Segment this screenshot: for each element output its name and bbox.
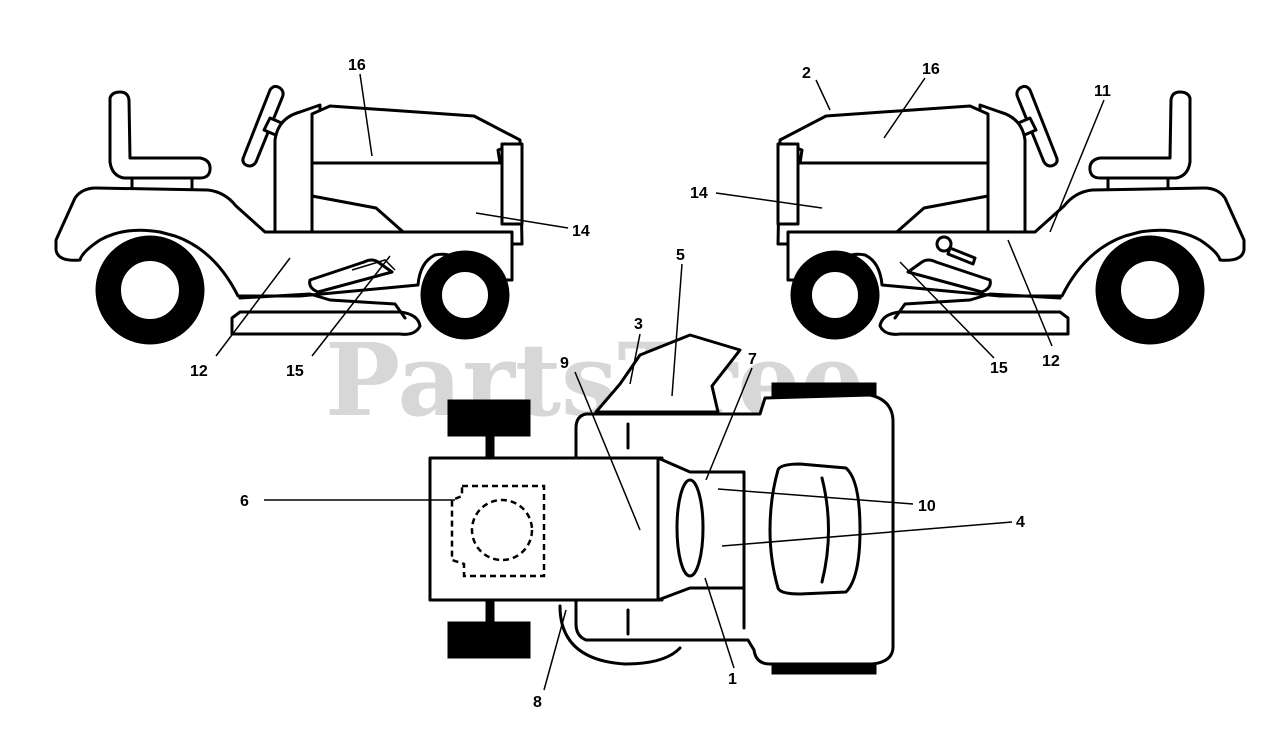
callout-right-11: 11: [1094, 83, 1111, 100]
callout-top-3: 3: [634, 316, 643, 333]
tractor-right-side-view: [776, 84, 1246, 345]
ignition-key: [935, 235, 977, 266]
callout-top-9: 9: [560, 355, 569, 372]
callout-top-6: 6: [240, 493, 249, 510]
callout-top-10: 10: [918, 498, 936, 515]
callout-right-12: 12: [1042, 353, 1060, 370]
callout-right-2: 2: [802, 65, 811, 82]
callout-right-16: 16: [922, 61, 940, 78]
callout-top-8: 8: [533, 694, 542, 711]
callout-top-5: 5: [676, 247, 685, 264]
callout-top-7: 7: [748, 351, 757, 368]
top-view-callouts: 3 5 9 7 6 10 4 1 8: [240, 247, 1025, 711]
left-view-callouts: 16 14 12 15: [190, 57, 590, 380]
callout-left-16: 16: [348, 57, 366, 74]
callout-top-4: 4: [1016, 514, 1025, 531]
callout-right-15: 15: [990, 360, 1008, 377]
callout-left-12: 12: [190, 363, 208, 380]
tractor-top-view: [428, 333, 895, 675]
callout-left-15: 15: [286, 363, 304, 380]
right-view-callouts: 2 16 11 14 15 12: [690, 61, 1111, 377]
callout-left-14: 14: [572, 223, 590, 240]
tractor-left-side-view: [54, 84, 524, 345]
callout-right-14: 14: [690, 185, 708, 202]
callout-top-1: 1: [728, 671, 737, 688]
